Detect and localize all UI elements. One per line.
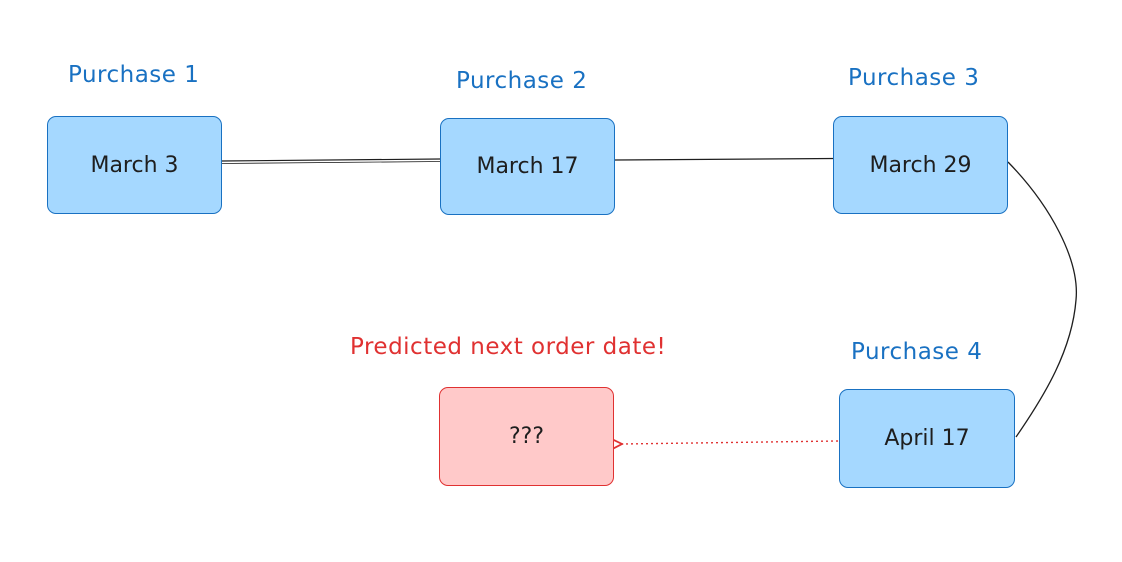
- purchase-1-date: March 3: [90, 152, 179, 178]
- purchase-1-box: March 3: [47, 116, 222, 214]
- purchase-1-heading: Purchase 1: [68, 62, 200, 88]
- purchase-4-date: April 17: [884, 426, 970, 451]
- prediction-box: ???: [439, 387, 614, 486]
- purchase-2-box: March 17: [440, 118, 615, 215]
- purchase-3-heading: Purchase 3: [848, 65, 980, 91]
- connector-purchase-2-to-3: [614, 157, 835, 161]
- connector-purchase-1-to-2: [221, 158, 441, 162]
- prediction-value: ???: [508, 424, 545, 449]
- purchase-2-heading: Purchase 2: [456, 68, 588, 94]
- prediction-arrow: [622, 441, 839, 444]
- purchase-4-heading: Purchase 4: [851, 339, 983, 365]
- purchase-2-date: March 17: [476, 154, 579, 179]
- purchase-4-box: April 17: [839, 389, 1015, 488]
- purchase-3-date: March 29: [869, 152, 972, 178]
- connector-purchase-1-to-2-sketch: [221, 161, 441, 164]
- prediction-heading: Predicted next order date!: [350, 334, 667, 360]
- purchase-3-box: March 29: [833, 116, 1008, 214]
- connector-purchase-3-to-4: [1007, 161, 1077, 438]
